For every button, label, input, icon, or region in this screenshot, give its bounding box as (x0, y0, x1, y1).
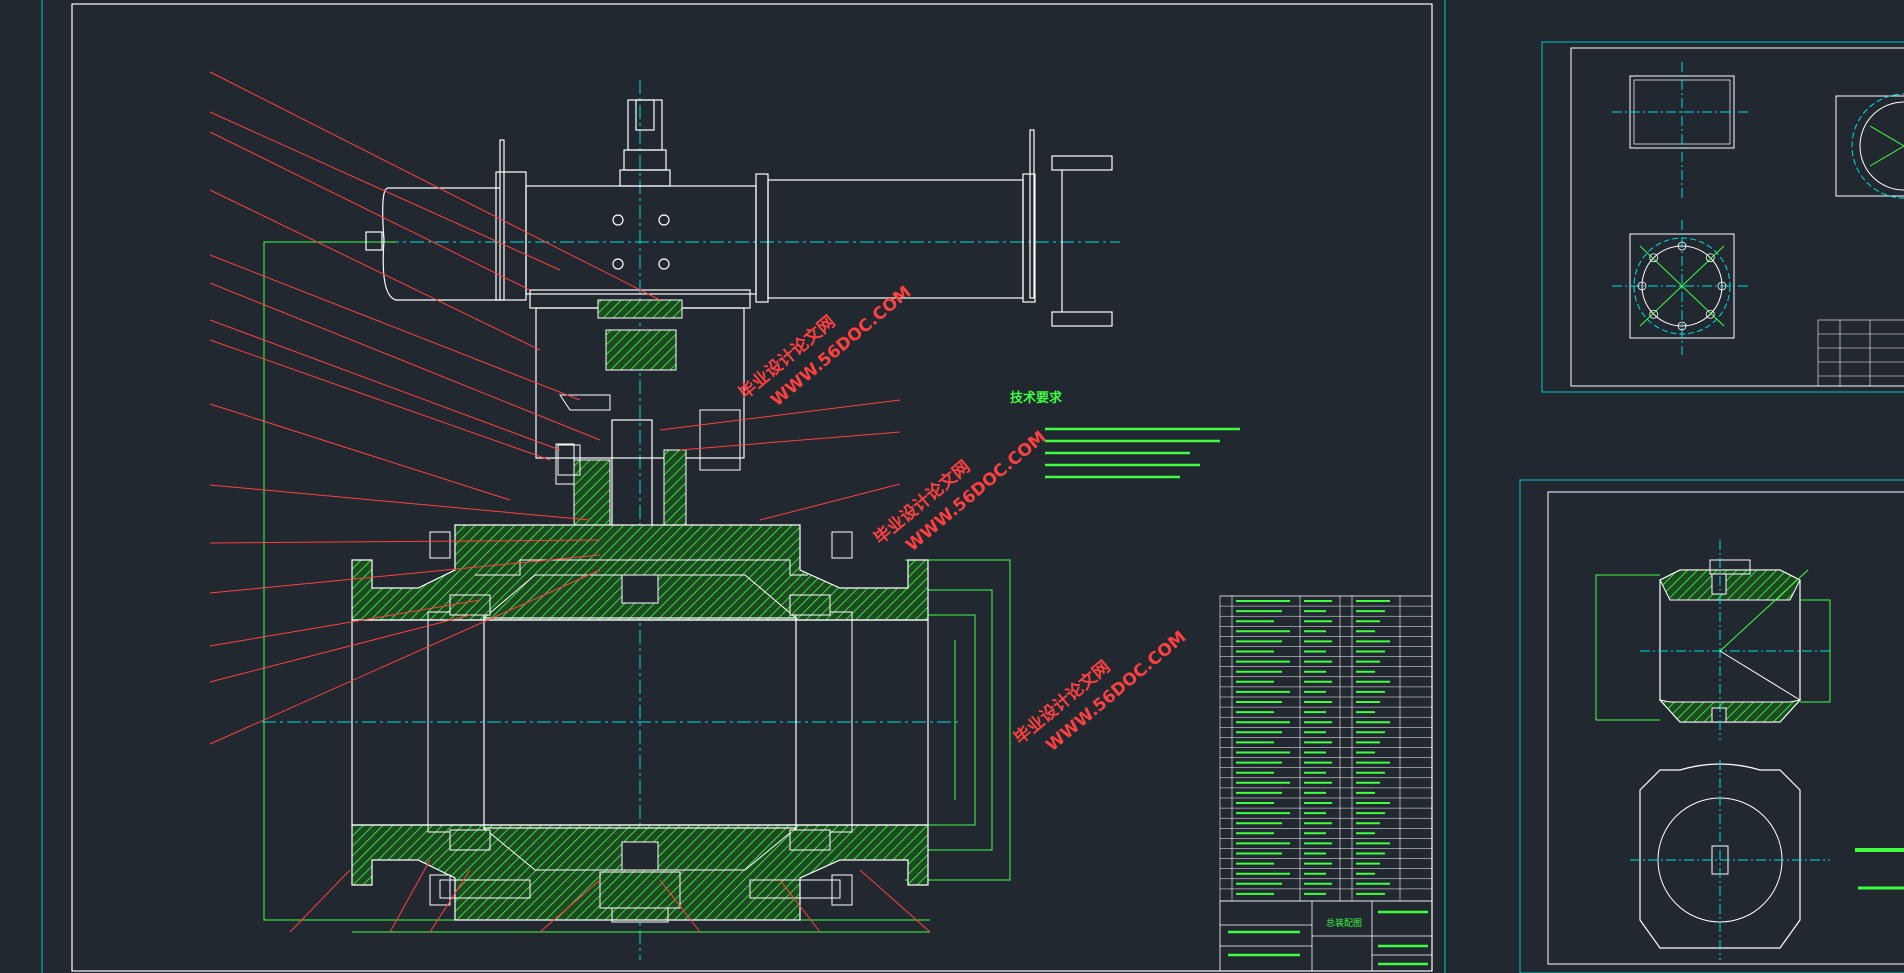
watermark-3: 毕业设计论文网 WWW.56DOC.COM (1010, 627, 1191, 756)
tech-requirements-title: 技术要求 (1010, 390, 1063, 406)
bolt-hole (1717, 281, 1727, 291)
dimension-lines (263, 241, 1011, 933)
bolt-hole (1705, 253, 1715, 263)
title-block (1219, 900, 1433, 972)
tech-requirements-text-lines (1045, 427, 1240, 479)
bolt-hole (1677, 321, 1687, 331)
title-block-drawing-title: 总装配图 (1326, 917, 1362, 929)
bolt-hole (1649, 253, 1659, 263)
drawing-frame (41, 0, 1904, 973)
bolt-hole (1705, 309, 1715, 319)
detail-view-top-bolt-holes (1637, 241, 1727, 331)
bolt-hole (1677, 241, 1687, 251)
leader-lines (209, 71, 931, 933)
pneumatic-actuator (365, 99, 1113, 459)
bolt-hole (1649, 309, 1659, 319)
watermark-2: 毕业设计论文网 WWW.56DOC.COM (870, 427, 1051, 556)
detail-view-ball (1595, 540, 1904, 960)
yoke-section (557, 299, 741, 561)
bolt-hole (1637, 281, 1647, 291)
watermark-1: 毕业设计论文网 WWW.56DOC.COM (735, 282, 916, 411)
bolts (429, 443, 853, 906)
valve-body (351, 524, 929, 923)
title-block-fills (1228, 910, 1428, 966)
centerlines (262, 80, 1120, 960)
bom-rows (1220, 595, 1432, 895)
detail-view-top (1612, 62, 1904, 387)
